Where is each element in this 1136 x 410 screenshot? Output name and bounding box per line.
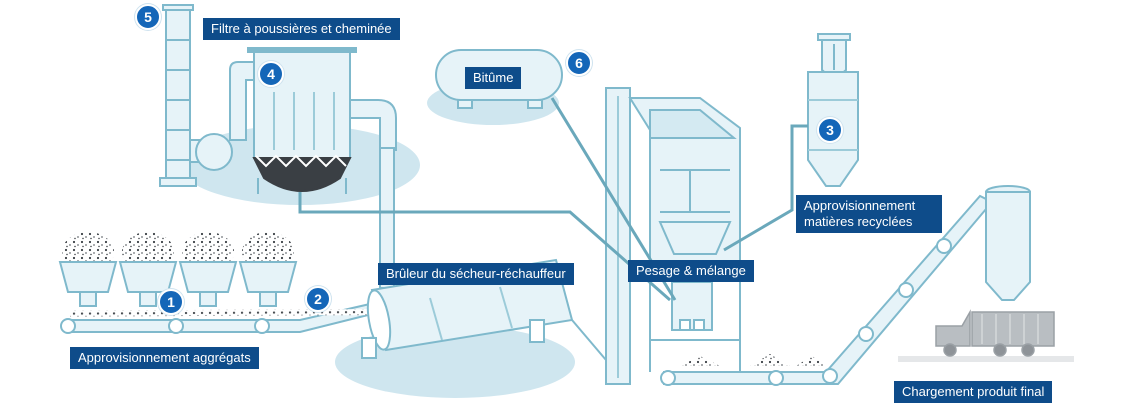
weigh-mix-label: Pesage & mélange xyxy=(628,260,754,282)
aggregate-conveyor xyxy=(60,302,374,334)
step-2-badge: 2 xyxy=(305,286,331,312)
dust-return-pipe xyxy=(298,192,671,302)
recycled-label: Approvisionnement matières recyclées xyxy=(796,195,942,233)
filter-label: Filtre à poussières et cheminée xyxy=(203,18,400,40)
truck-bed xyxy=(971,311,1055,347)
chimney xyxy=(159,4,233,187)
bitumen-label: Bitûme xyxy=(465,67,522,89)
burner-label: Brûleur du sécheur-réchauffeur xyxy=(378,263,574,285)
dump-truck xyxy=(935,309,1055,357)
aggregate-bin xyxy=(118,232,178,307)
duct-left xyxy=(229,61,257,141)
step-6-badge: 6 xyxy=(566,50,592,76)
final-loading-label: Chargement produit final xyxy=(894,381,1053,403)
weigh-hopper xyxy=(658,221,732,255)
screen-deck xyxy=(649,109,737,139)
recycled-label-line1: Approvisionnement xyxy=(804,198,916,213)
recycled-silo xyxy=(807,33,859,187)
recycled-pipe xyxy=(723,124,808,252)
loading-ground xyxy=(898,356,1074,362)
aggregate-bin xyxy=(58,232,118,307)
chimney-base xyxy=(159,177,197,187)
mixing-tower xyxy=(605,87,741,385)
chimney-stack xyxy=(165,9,191,181)
aggregate-bin xyxy=(178,232,238,307)
exhaust-fan xyxy=(195,133,233,171)
aggregates-label: Approvisionnement aggrégats xyxy=(70,347,259,369)
pugmill-mixer xyxy=(671,281,713,331)
aggregate-bins xyxy=(58,232,298,307)
step-1-badge: 1 xyxy=(158,289,184,315)
truck-cab xyxy=(935,309,971,347)
step-3-badge: 3 xyxy=(817,117,843,143)
aggregate-bin xyxy=(238,232,298,307)
recycled-label-line2: matières recyclées xyxy=(804,214,913,229)
storage-silo xyxy=(985,185,1031,301)
step-5-badge: 5 xyxy=(135,4,161,30)
duct-right xyxy=(349,99,397,151)
step-4-badge: 4 xyxy=(258,61,284,87)
